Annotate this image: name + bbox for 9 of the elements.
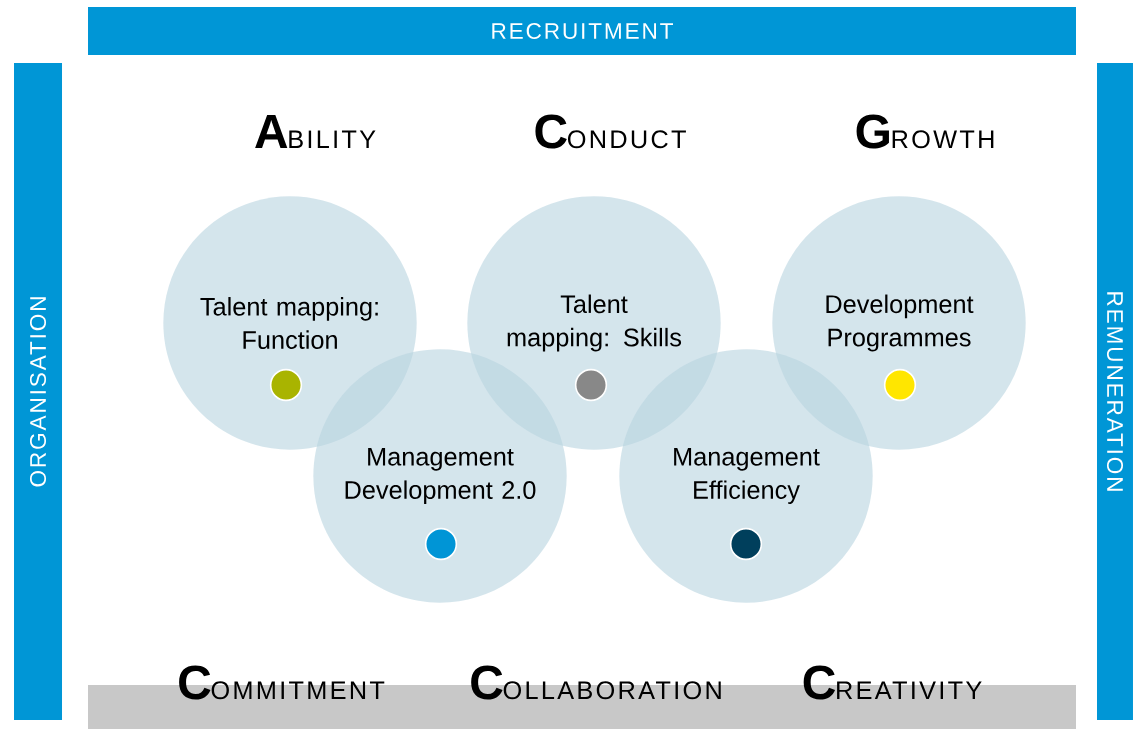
heading: ABILITY — [255, 115, 376, 148]
heading: COLLABORATION — [471, 665, 721, 700]
heading: CONDUCT — [535, 114, 686, 149]
heading: COMMITMENT — [179, 665, 385, 700]
band: RECRUITMENT — [88, 7, 1076, 55]
band: REMUNERATION — [1097, 62, 1133, 721]
band: ORGANISATION — [14, 62, 62, 721]
heading: GROWTH — [856, 114, 994, 149]
heading: CREATIVITY — [803, 665, 982, 700]
